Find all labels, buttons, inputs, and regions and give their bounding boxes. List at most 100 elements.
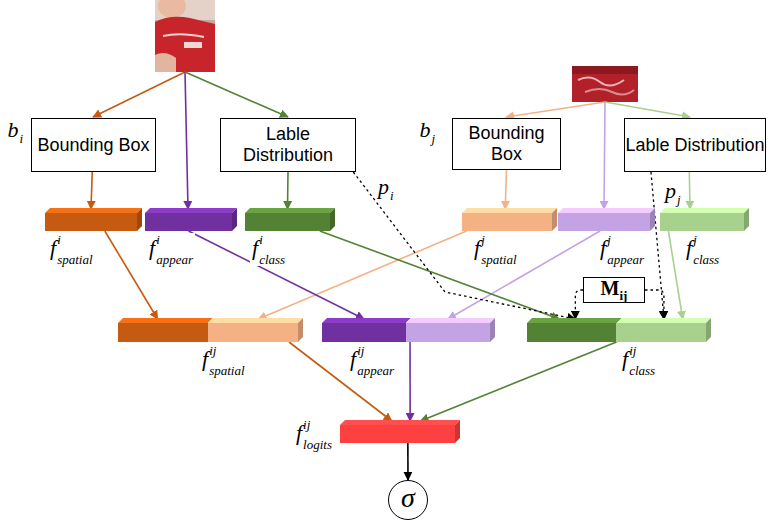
- sigmoid-symbol: σ: [401, 484, 415, 512]
- feature-vector: fjclass: [660, 213, 744, 231]
- script-stack: j class: [693, 233, 719, 266]
- math-label: fj class: [684, 233, 721, 266]
- math-label: fi spatial: [48, 233, 95, 266]
- feature-superscript: i: [57, 233, 92, 246]
- math-label: fijappear: [348, 344, 396, 377]
- connector: [407, 443, 408, 480]
- script-stack: j spatial: [481, 233, 516, 266]
- feature-vector: fijclass: [527, 323, 706, 342]
- probability-subscript: j: [677, 193, 681, 206]
- connector-line: [189, 231, 365, 319]
- feature-superscript: ij: [357, 344, 394, 357]
- feature-symbol: f: [350, 344, 356, 370]
- math-label: fijspatial: [200, 344, 247, 377]
- input-arrow: [185, 72, 188, 209]
- feature-subscript: spatial: [209, 364, 244, 377]
- box-label: Bounding Box: [453, 123, 560, 164]
- feature-superscript: j: [481, 233, 516, 246]
- feature-superscript: ij: [629, 344, 655, 357]
- connector: [651, 172, 664, 319]
- connector: [421, 342, 617, 421]
- feature-vector: fjspatial: [462, 213, 552, 231]
- feature-symbol: f: [252, 233, 258, 259]
- connector-line: [645, 290, 664, 319]
- script-stack: ijspatial: [209, 344, 244, 377]
- connector: [287, 172, 289, 209]
- math-label: fjspatial: [472, 233, 519, 266]
- input-arrow: [605, 102, 690, 117]
- feature-symbol: f: [50, 233, 56, 259]
- connector: [353, 172, 575, 319]
- connector-line: [421, 342, 617, 421]
- feature-vector: fispatial: [45, 213, 137, 231]
- input-arrow: [506, 102, 605, 117]
- math-label: bj: [417, 115, 437, 145]
- feature-symbol: f: [296, 418, 302, 444]
- module-box: Lable Distribution: [624, 118, 766, 172]
- feature-superscript: j: [693, 233, 719, 246]
- feature-subscript: spatial: [57, 253, 92, 266]
- photo-print: [163, 34, 204, 37]
- feature-subscript: spatial: [481, 253, 516, 266]
- photo-arm: [155, 53, 176, 72]
- feature-subscript: appear: [156, 253, 193, 266]
- script-stack: i: [390, 172, 394, 202]
- connector-line: [409, 342, 411, 421]
- feature-subscript: class: [629, 364, 655, 377]
- connector-line: [258, 231, 466, 319]
- box-label: Lable Distribution: [221, 124, 355, 165]
- connector-line: [668, 231, 682, 319]
- feature-superscript: i: [156, 233, 193, 246]
- input-arrow: [604, 102, 605, 209]
- connector-line: [689, 172, 691, 209]
- feature-vector: fijlogits: [340, 425, 455, 443]
- box-symbol: b: [419, 115, 430, 141]
- connector-line: [287, 172, 289, 209]
- feature-symbol: f: [202, 344, 208, 370]
- box-symbol: b: [7, 115, 18, 141]
- script-stack: i appear: [156, 233, 193, 266]
- feature-superscript: j: [607, 233, 644, 246]
- connector-line: [353, 172, 575, 319]
- math-label: fi appear: [147, 233, 195, 266]
- script-stack: ij class: [629, 344, 655, 377]
- feature-symbol: f: [622, 344, 628, 370]
- matrix-symbol: M: [601, 277, 620, 299]
- script-stack: j appear: [607, 233, 644, 266]
- photo-shade: [572, 66, 638, 74]
- math-label: fj appear: [598, 233, 646, 266]
- feature-symbol: f: [600, 233, 606, 259]
- feature-subscript: appear: [607, 253, 644, 266]
- math-label: ficlass: [250, 233, 287, 266]
- feature-subscript: class: [259, 253, 285, 266]
- connector-line: [575, 290, 583, 319]
- script-stack: ijappear: [357, 344, 394, 377]
- matrix-box: Mij: [583, 277, 645, 303]
- photo-print: [585, 89, 634, 95]
- connector-line: [91, 172, 92, 209]
- symbol-subscript: j: [431, 132, 435, 145]
- feature-symbol: f: [686, 233, 692, 259]
- symbol-subscript: i: [19, 132, 23, 145]
- connector-line: [505, 170, 506, 209]
- box-label: Lable Distribution: [625, 135, 764, 156]
- patch-photo: [572, 66, 638, 102]
- probability-subscript: i: [390, 189, 394, 202]
- connector-line: [651, 172, 664, 319]
- input-arrow: [185, 72, 288, 117]
- math-label: pi: [376, 172, 396, 202]
- script-stack: iclass: [259, 233, 285, 266]
- feature-vector: fijappear: [322, 323, 490, 342]
- feature-symbol: f: [149, 233, 155, 259]
- probability-symbol: p: [378, 172, 389, 198]
- math-label: bi: [5, 115, 25, 145]
- feature-vector: fjappear: [558, 213, 650, 231]
- script-stack: i: [19, 115, 23, 145]
- feature-subscript: class: [693, 253, 719, 266]
- photo-print: [578, 77, 624, 85]
- box-label: Bounding Box: [37, 135, 149, 156]
- module-box: Bounding Boxbi: [31, 118, 156, 172]
- script-stack: j: [431, 115, 435, 145]
